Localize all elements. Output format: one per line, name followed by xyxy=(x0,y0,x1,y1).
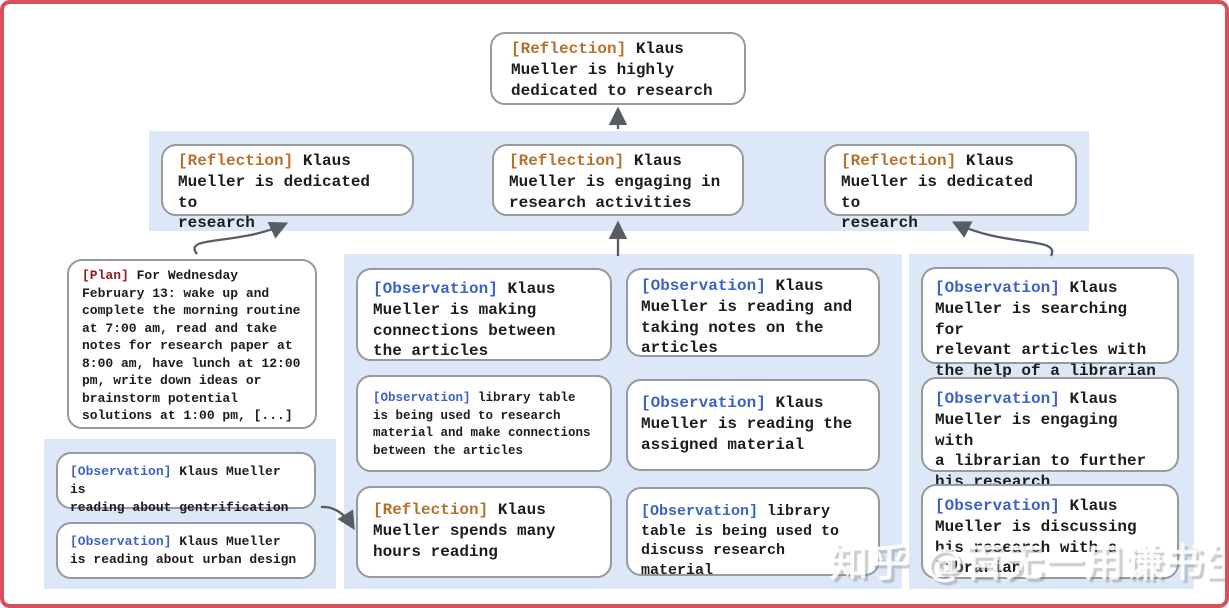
node-reflection-right: [Reflection] Klaus Mueller is dedicated … xyxy=(824,144,1077,232)
node-text: Klaus Mueller is dedicated to research xyxy=(178,152,371,233)
reflection-tag: [Reflection] xyxy=(511,40,627,58)
observation-tag: [Observation] xyxy=(641,277,766,295)
reflection-tag: [Reflection] xyxy=(509,152,625,170)
observation-tag: [Observation] xyxy=(373,391,471,405)
node-text: Klaus Mueller is making connections betw… xyxy=(373,280,556,361)
node-text: Klaus Mueller is reading about gentrific… xyxy=(70,464,289,516)
node-text: For Wednesday February 13: wake up and c… xyxy=(82,268,301,424)
observation-tag: [Observation] xyxy=(373,280,498,298)
observation-tag: [Observation] xyxy=(641,503,759,520)
node-plan: [Plan] For Wednesday February 13: wake u… xyxy=(67,259,317,429)
node-obs-connections: [Observation] Klaus Mueller is making co… xyxy=(356,268,612,361)
observation-tag: [Observation] xyxy=(70,464,172,479)
node-top-reflection: [Reflection] Klaus Mueller is highly ded… xyxy=(490,32,746,105)
reflection-tag: [Reflection] xyxy=(178,152,294,170)
observation-tag: [Observation] xyxy=(935,390,1060,408)
node-obs-discussing: [Observation] Klaus Mueller is discussin… xyxy=(921,484,1179,579)
node-obs-library-discuss: [Observation] library table is being use… xyxy=(626,487,880,579)
reflection-tag: [Reflection] xyxy=(373,501,489,519)
observation-tag: [Observation] xyxy=(70,534,172,549)
node-text: Klaus Mueller is discussing his research… xyxy=(935,497,1137,578)
node-text: Klaus Mueller is reading about urban des… xyxy=(70,534,297,568)
node-reflection-mid: [Reflection] Klaus Mueller is engaging i… xyxy=(492,144,744,216)
plan-tag: [Plan] xyxy=(82,268,129,283)
node-text: Klaus Mueller is reading the assigned ma… xyxy=(641,394,853,454)
node-obs-urban-design: [Observation] Klaus Mueller is reading a… xyxy=(56,522,316,579)
observation-tag: [Observation] xyxy=(641,394,766,412)
node-obs-assigned-material: [Observation] Klaus Mueller is reading t… xyxy=(626,379,880,471)
node-text: library table is being used to discuss r… xyxy=(641,503,840,579)
node-text: Klaus Mueller is reading and taking note… xyxy=(641,277,853,358)
node-text: Klaus Mueller is engaging with a librari… xyxy=(935,390,1147,492)
node-obs-gentrification: [Observation] Klaus Mueller is reading a… xyxy=(56,452,316,515)
node-reflection-left: [Reflection] Klaus Mueller is dedicated … xyxy=(161,144,414,232)
node-text: Klaus Mueller spends many hours reading xyxy=(373,501,556,561)
observation-tag: [Observation] xyxy=(935,279,1060,297)
node-obs-taking-notes: [Observation] Klaus Mueller is reading a… xyxy=(626,268,880,357)
node-text: Klaus Mueller is engaging in research ac… xyxy=(509,152,721,212)
observation-tag: [Observation] xyxy=(935,497,1060,515)
node-text: Klaus Mueller is dedicated to research xyxy=(841,152,1034,233)
node-text: Klaus Mueller is highly dedicated to res… xyxy=(511,40,713,100)
node-obs-engaging-librarian: [Observation] Klaus Mueller is engaging … xyxy=(921,377,1179,491)
node-text: Klaus Mueller is searching for relevant … xyxy=(935,279,1156,381)
reflection-tag: [Reflection] xyxy=(841,152,957,170)
node-text: library table is being used to research … xyxy=(373,391,591,458)
node-obs-searching: [Observation] Klaus Mueller is searching… xyxy=(921,267,1179,380)
node-obs-library-research: [Observation] library table is being use… xyxy=(356,375,612,472)
node-reflection-hours: [Reflection] Klaus Mueller spends many h… xyxy=(356,486,612,578)
